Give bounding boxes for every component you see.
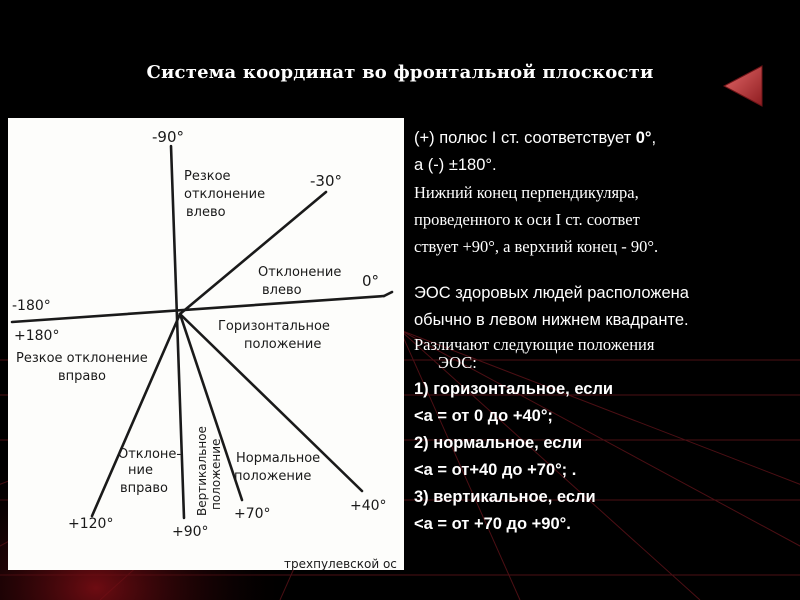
text-line-4: проведенного к оси I ст. соответ <box>414 210 640 229</box>
slide-title: Система координат во фронтальной плоскос… <box>146 62 654 83</box>
text-line-8: Различают следующие положения <box>414 335 655 354</box>
label-plus90: +90° <box>172 524 209 540</box>
zone-vertical-line1: Вертикальное <box>195 426 209 516</box>
zone-right-line2: ние <box>128 463 153 478</box>
bottom-fragment: трехпулевской ос <box>284 557 397 570</box>
label-plus40: +40° <box>350 498 387 514</box>
list-item-2-range: <a = от+40 до +70°; . <box>414 461 577 479</box>
text-line-7: обычно в левом нижнем квадранте. <box>414 311 689 329</box>
list-item-1-range: <a = от 0 до +40°; <box>414 407 553 425</box>
text-line-3: Нижний конец перпендикуляра, <box>414 183 639 202</box>
label-plus70: +70° <box>234 506 271 522</box>
zone-horizontal-line2: положение <box>244 337 321 352</box>
zone-normal-line1: Нормальное <box>236 451 320 466</box>
text-line-5: ствует +90°, а верхний конец - 90°. <box>414 237 659 256</box>
list-item-3-range: <a = от +70 до +90°. <box>414 515 571 533</box>
zone-sharp-left-line3: влево <box>186 205 226 220</box>
list-item-3: 3) вертикальное, если <box>414 488 596 506</box>
zone-horizontal-line1: Горизонтальное <box>218 319 330 334</box>
zone-vertical-line2: положение <box>209 439 223 510</box>
zone-right-line1: Отклоне- <box>118 447 181 462</box>
text-line-2: а (-) ±180°. <box>414 156 497 174</box>
text-line-6: ЭОС здоровых людей расположена <box>414 284 689 302</box>
zone-right-line3: вправо <box>120 481 168 496</box>
label-minus30: -30° <box>310 172 342 190</box>
zone-left-line1: Отклонение <box>258 265 341 280</box>
label-minus180: -180° <box>12 298 51 314</box>
arrow-left-icon[interactable] <box>722 64 764 108</box>
zone-sharp-left-line2: отклонение <box>184 187 265 202</box>
label-minus90: -90° <box>152 128 184 146</box>
label-plus180: +180° <box>14 328 59 344</box>
zone-left-line2: влево <box>262 283 302 298</box>
zone-sharp-right-line2: вправо <box>58 369 106 384</box>
zone-sharp-right-line1: Резкое отклонение <box>16 351 148 366</box>
description-text: (+) полюс I ст. соответствует 0°, а (-) … <box>414 125 796 538</box>
list-item-2: 2) нормальное, если <box>414 434 583 452</box>
zone-sharp-left-line1: Резкое <box>184 169 231 184</box>
text-line-1: (+) полюс I ст. соответствует 0°, <box>414 129 657 147</box>
list-item-1: 1) горизонтальное, если <box>414 380 614 398</box>
label-plus120: +120° <box>68 516 113 532</box>
label-zero: 0° <box>362 272 379 290</box>
coordinate-diagram: -90° -30° 0° -180° +180° +40° +70° +90° … <box>8 118 404 570</box>
text-line-9: ЭОС: <box>438 353 477 372</box>
zone-normal-line2: положение <box>234 469 311 484</box>
